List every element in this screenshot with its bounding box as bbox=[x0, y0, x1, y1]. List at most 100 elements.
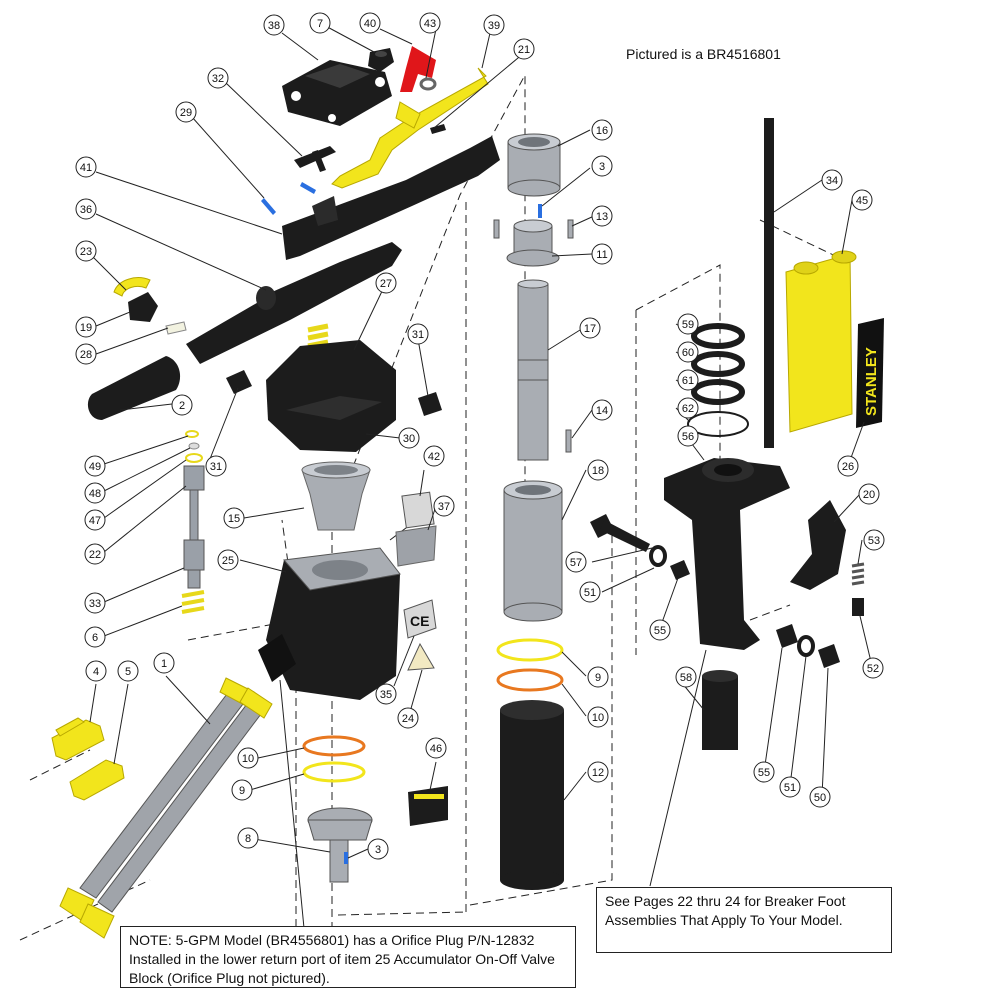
callout-circle bbox=[483, 14, 505, 36]
plug-right bbox=[418, 392, 442, 416]
tie-rod bbox=[764, 118, 774, 448]
bushing-upper bbox=[670, 560, 690, 580]
callout-label: 45 bbox=[856, 195, 868, 207]
callout-46: 46 bbox=[425, 737, 447, 759]
callout-21: 21 bbox=[513, 38, 535, 60]
callout-59: 59 bbox=[677, 313, 699, 335]
callout-circle bbox=[84, 455, 106, 477]
callout-circle bbox=[677, 425, 699, 447]
callout-circle bbox=[309, 12, 331, 34]
callout-41: 41 bbox=[75, 156, 97, 178]
callout-circle bbox=[579, 317, 601, 339]
o-rings-left bbox=[302, 735, 366, 783]
callout-label: 21 bbox=[518, 44, 530, 56]
coupler-female bbox=[69, 759, 125, 801]
piston-sleeve bbox=[503, 480, 563, 622]
pictured-model-caption: Pictured is a BR4516801 bbox=[626, 46, 781, 62]
callout-13: 13 bbox=[591, 205, 613, 227]
callout-3: 3 bbox=[591, 155, 613, 177]
callout-label: 40 bbox=[364, 18, 376, 30]
callout-label: 31 bbox=[412, 329, 424, 341]
callout-circle bbox=[862, 657, 884, 679]
callout-62: 62 bbox=[677, 397, 699, 419]
callout-56: 56 bbox=[677, 425, 699, 447]
callout-43: 43 bbox=[419, 12, 441, 34]
washer-upper bbox=[649, 545, 667, 567]
see-pages-box: See Pages 22 thru 24 for Breaker Foot As… bbox=[596, 887, 892, 953]
o-rings-center bbox=[496, 638, 564, 692]
callout-16: 16 bbox=[591, 119, 613, 141]
foot-latch bbox=[790, 500, 846, 590]
callout-27: 27 bbox=[375, 272, 397, 294]
callout-label: 32 bbox=[212, 73, 224, 85]
callout-26: 26 bbox=[837, 455, 859, 477]
side-cover bbox=[785, 250, 857, 433]
valve-cylinder bbox=[507, 133, 561, 197]
callout-circle bbox=[397, 707, 419, 729]
callout-circle bbox=[207, 67, 229, 89]
callout-circle bbox=[237, 747, 259, 769]
accumulator-piston bbox=[307, 807, 373, 883]
callout-label: 28 bbox=[80, 349, 92, 361]
callout-circle bbox=[587, 666, 609, 688]
latch-plug bbox=[852, 598, 864, 616]
valve-shaft bbox=[517, 279, 549, 461]
callout-32: 32 bbox=[207, 67, 229, 89]
callout-label: 6 bbox=[92, 632, 98, 644]
callout-6: 6 bbox=[84, 626, 106, 648]
handle-grip bbox=[87, 356, 181, 420]
accumulator-block bbox=[258, 547, 401, 700]
callout-45: 45 bbox=[851, 189, 873, 211]
callout-label: 18 bbox=[592, 465, 604, 477]
callout-label: 59 bbox=[682, 319, 694, 331]
blue-pin-upper bbox=[538, 204, 542, 218]
callout-10: 10 bbox=[237, 747, 259, 769]
callout-circle bbox=[84, 626, 106, 648]
callout-label: 27 bbox=[380, 278, 392, 290]
callout-9: 9 bbox=[231, 779, 253, 801]
callout-circle bbox=[851, 189, 873, 211]
see-pages-text: See Pages 22 thru 24 for Breaker Foot As… bbox=[605, 893, 846, 928]
callout-label: 41 bbox=[80, 162, 92, 174]
callout-25: 25 bbox=[217, 549, 239, 571]
coupler-male bbox=[51, 717, 105, 761]
callout-label: 34 bbox=[826, 175, 838, 187]
callout-19: 19 bbox=[75, 316, 97, 338]
callout-label: 52 bbox=[867, 663, 879, 675]
callout-58: 58 bbox=[675, 666, 697, 688]
callout-label: 10 bbox=[592, 712, 604, 724]
callout-label: 30 bbox=[403, 433, 415, 445]
adjuster-knob bbox=[128, 292, 158, 322]
washer-lower bbox=[797, 635, 815, 657]
hydraulic-hoses bbox=[59, 677, 273, 939]
callout-label: 37 bbox=[438, 501, 450, 513]
callout-label: 11 bbox=[596, 249, 607, 261]
plug-left bbox=[226, 370, 252, 394]
callout-circle bbox=[171, 394, 193, 416]
callout-label: 61 bbox=[682, 375, 694, 387]
valve-stem bbox=[183, 465, 205, 589]
outer-cylinder bbox=[500, 700, 564, 890]
callout-circle bbox=[677, 397, 699, 419]
callout-39: 39 bbox=[483, 14, 505, 36]
callout-47: 47 bbox=[84, 509, 106, 531]
callout-circle bbox=[217, 549, 239, 571]
callout-circle bbox=[591, 399, 613, 421]
callout-34: 34 bbox=[821, 169, 843, 191]
callout-label: 13 bbox=[596, 211, 608, 223]
callout-label: 39 bbox=[488, 20, 500, 32]
callout-circle bbox=[223, 507, 245, 529]
washer bbox=[419, 77, 437, 91]
callout-circle bbox=[677, 341, 699, 363]
callout-3: 3 bbox=[367, 838, 389, 860]
callout-circle bbox=[75, 343, 97, 365]
callout-circle bbox=[237, 827, 259, 849]
callout-50: 50 bbox=[809, 786, 831, 808]
callout-label: 50 bbox=[814, 792, 826, 804]
callout-label: 36 bbox=[80, 204, 92, 216]
handle-bracket bbox=[282, 60, 392, 126]
callout-circle bbox=[587, 761, 609, 783]
callout-circle bbox=[649, 619, 671, 641]
callout-55: 55 bbox=[753, 761, 775, 783]
